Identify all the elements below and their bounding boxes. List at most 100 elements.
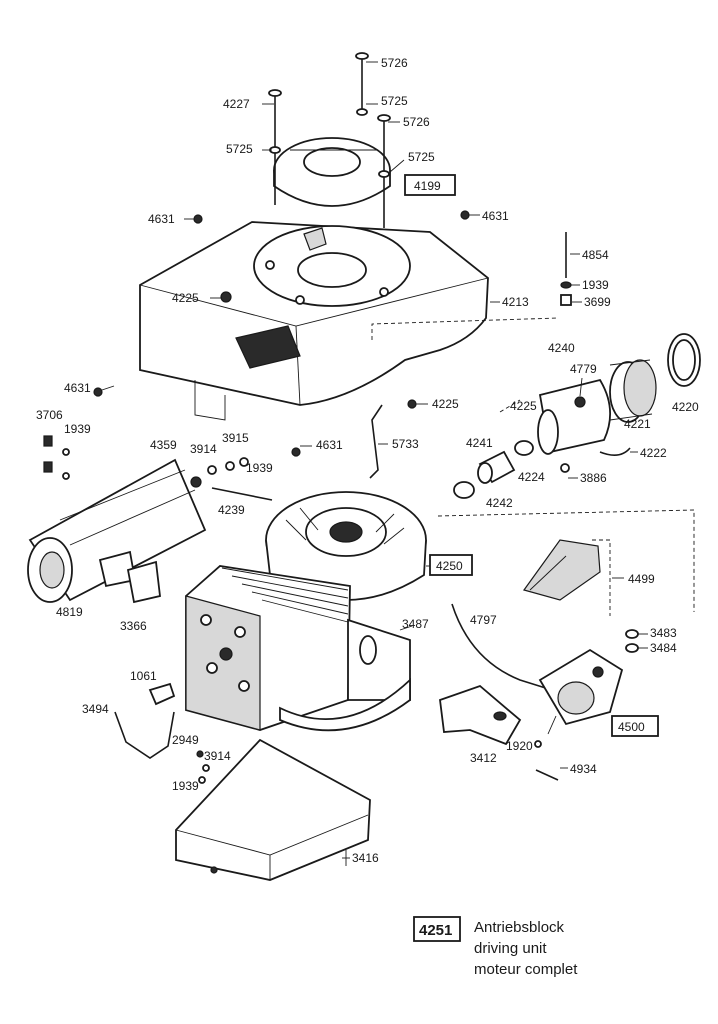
label-4225: 4225 bbox=[172, 291, 199, 305]
washer-1939-d bbox=[198, 776, 206, 784]
washer-1939-b2 bbox=[62, 472, 70, 480]
legend-french: moteur complet bbox=[474, 961, 578, 978]
label-4359: 4359 bbox=[150, 438, 177, 452]
label-3914: 3914 bbox=[190, 442, 217, 456]
engine-shroud bbox=[139, 221, 489, 421]
screw-4631-b bbox=[460, 210, 470, 220]
label-4240: 4240 bbox=[548, 341, 575, 355]
label-3412: 3412 bbox=[470, 751, 497, 765]
hose-4241 bbox=[477, 450, 516, 484]
nut-4359 bbox=[190, 476, 202, 488]
washer-3914-a bbox=[207, 465, 217, 475]
intake-manifold-3412 bbox=[439, 684, 522, 746]
label-5726: 5726 bbox=[403, 115, 430, 129]
bracket-4499 bbox=[523, 539, 601, 601]
label-3699: 3699 bbox=[584, 295, 611, 309]
label-1061: 1061 bbox=[130, 669, 157, 683]
legend-english: driving unit bbox=[474, 940, 547, 957]
label-3494: 3494 bbox=[82, 702, 109, 716]
bolt-5726-a bbox=[355, 52, 369, 110]
vent-grille bbox=[235, 325, 301, 369]
label-3483: 3483 bbox=[650, 626, 677, 640]
label-1939: 1939 bbox=[582, 278, 609, 292]
gasket-3366 bbox=[126, 560, 161, 604]
legend: 4251 Antriebsblock driving unit moteur c… bbox=[419, 919, 578, 978]
washer-5725-c bbox=[378, 170, 390, 178]
label-4631: 4631 bbox=[148, 212, 175, 226]
label-4199: 4199 bbox=[414, 179, 441, 193]
label-2949: 2949 bbox=[172, 733, 199, 747]
screw-4934 bbox=[535, 769, 559, 781]
label-4631: 4631 bbox=[316, 438, 343, 452]
label-1939: 1939 bbox=[64, 422, 91, 436]
label-3886: 3886 bbox=[580, 471, 607, 485]
label-5725: 5725 bbox=[381, 94, 408, 108]
box-4199 bbox=[404, 174, 456, 196]
ring-4242 bbox=[453, 481, 475, 499]
label-3484: 3484 bbox=[650, 641, 677, 655]
washer-1939-b1 bbox=[62, 448, 70, 456]
sleeve-3699 bbox=[560, 294, 572, 306]
label-3366: 3366 bbox=[120, 619, 147, 633]
label-4500: 4500 bbox=[618, 720, 645, 734]
label-4213: 4213 bbox=[502, 295, 529, 309]
screw-2949 bbox=[196, 750, 204, 758]
label-4631: 4631 bbox=[64, 381, 91, 395]
stud-3706-a bbox=[43, 435, 53, 447]
clamp-4224 bbox=[514, 440, 534, 456]
leader-lines bbox=[101, 61, 648, 866]
air-filter-housing bbox=[537, 378, 612, 455]
gasket-3484 bbox=[625, 643, 639, 653]
bottom-cover-3416 bbox=[175, 738, 371, 881]
label-4854: 4854 bbox=[582, 248, 609, 262]
box-4250 bbox=[429, 554, 473, 576]
screw-4631-a bbox=[193, 214, 203, 224]
label-1939: 1939 bbox=[246, 461, 273, 475]
label-4779: 4779 bbox=[570, 362, 597, 376]
spark-plug-1061 bbox=[148, 682, 176, 706]
nut-4225-a bbox=[220, 291, 232, 303]
label-4797: 4797 bbox=[470, 613, 497, 627]
box-4251 bbox=[413, 916, 461, 942]
label-1939: 1939 bbox=[172, 779, 199, 793]
fan-cover-top bbox=[273, 137, 391, 207]
label-4239: 4239 bbox=[218, 503, 245, 517]
label-5726: 5726 bbox=[381, 56, 408, 70]
label-4250: 4250 bbox=[436, 559, 463, 573]
label-3914: 3914 bbox=[204, 749, 231, 763]
legend-code: 4251 bbox=[419, 922, 452, 939]
washer-1939-c bbox=[239, 457, 249, 467]
label-4225: 4225 bbox=[432, 397, 459, 411]
cylinder-block bbox=[185, 565, 411, 732]
label-5733: 5733 bbox=[392, 437, 419, 451]
label-5725: 5725 bbox=[226, 142, 253, 156]
label-4221: 4221 bbox=[624, 417, 651, 431]
label-4220: 4220 bbox=[672, 400, 699, 414]
washer-3915 bbox=[225, 461, 235, 471]
label-3487: 3487 bbox=[402, 617, 429, 631]
stud-4239 bbox=[211, 487, 273, 501]
label-4934: 4934 bbox=[570, 762, 597, 776]
nut-4225-b bbox=[407, 399, 417, 409]
label-4227: 4227 bbox=[223, 97, 250, 111]
label-4631: 4631 bbox=[482, 209, 509, 223]
label-4242: 4242 bbox=[486, 496, 513, 510]
rod-5733 bbox=[369, 404, 383, 479]
screw-4631-c bbox=[93, 387, 103, 397]
label-3915: 3915 bbox=[222, 431, 249, 445]
ring-3483 bbox=[625, 629, 639, 639]
label-4241: 4241 bbox=[466, 436, 493, 450]
label-4222: 4222 bbox=[640, 446, 667, 460]
flywheel-fan-4250 bbox=[265, 491, 427, 601]
washer-1939-a bbox=[560, 281, 572, 289]
label-1920: 1920 bbox=[506, 739, 533, 753]
label-3416: 3416 bbox=[352, 851, 379, 865]
legend-german: Antriebsblock bbox=[474, 919, 565, 936]
carburettor-4500 bbox=[538, 648, 624, 735]
screw-4631-d bbox=[291, 447, 301, 457]
fuel-line-4797 bbox=[451, 603, 553, 691]
label-4819: 4819 bbox=[56, 605, 83, 619]
clip-4222 bbox=[599, 447, 631, 456]
